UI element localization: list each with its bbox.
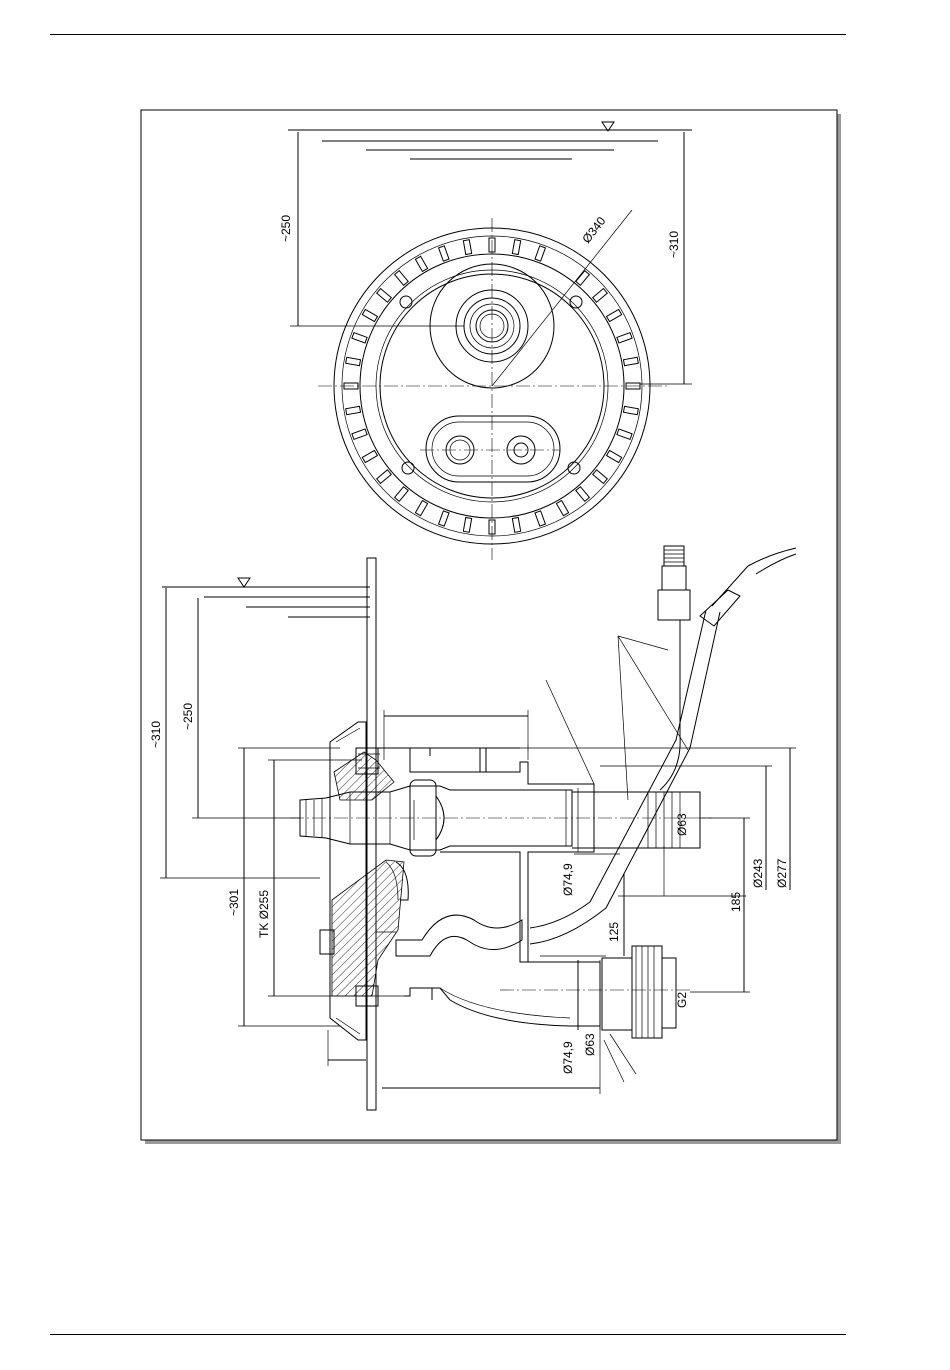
- dim-depth: ~301: [227, 889, 241, 916]
- dim-pipe-inner-bottom: Ø63: [583, 1033, 597, 1056]
- dim-top-water-depth: ~250: [279, 215, 293, 242]
- dim-243: Ø243: [751, 858, 765, 888]
- dim-bolt-circle: TK Ø255: [257, 890, 271, 938]
- dim-offset-125: 125: [607, 922, 621, 942]
- dim-277: Ø277: [775, 858, 789, 888]
- drawing-frame: [141, 110, 841, 1144]
- dim-pipe-outer-top: Ø74,9: [561, 863, 575, 896]
- dim-side-overall: ~310: [149, 721, 163, 748]
- dim-top-overall: ~310: [667, 231, 681, 258]
- dim-pipe-outer-bottom: Ø74,9: [561, 1041, 575, 1074]
- dim-thread: G2: [675, 992, 689, 1008]
- dim-side-water-depth: ~250: [181, 703, 195, 730]
- dim-offset-185: 185: [729, 892, 743, 912]
- dim-pipe-inner-top: Ø63: [675, 813, 689, 836]
